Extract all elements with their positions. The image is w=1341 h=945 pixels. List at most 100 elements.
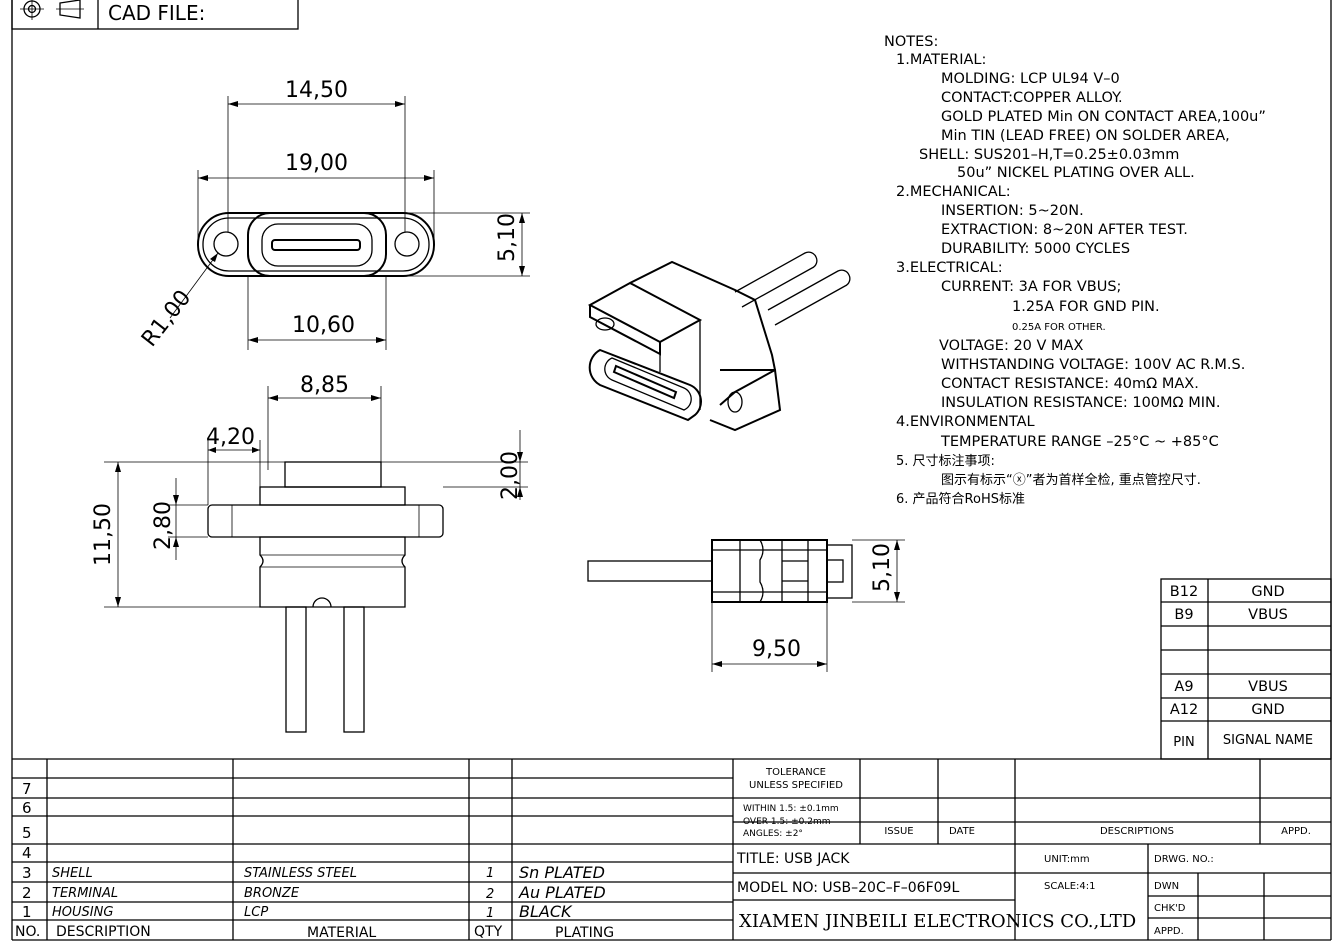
note-line: NOTES: <box>884 34 938 50</box>
scale-label: SCALE:4:1 <box>1044 881 1096 892</box>
bom-plating: Sn PLATED <box>519 863 605 882</box>
note-line: 1.MATERIAL: <box>896 52 986 68</box>
title-block: TOLERANCE UNLESS SPECIFIED WITHIN 1.5: ±… <box>733 759 1331 940</box>
note-line: CONTACT RESISTANCE: 40mΩ MAX. <box>941 376 1199 392</box>
note-line: VOLTAGE: 20 V MAX <box>939 338 1083 354</box>
bom-no: 1 <box>22 903 32 921</box>
note-line: 0.25A FOR OTHER. <box>1012 322 1106 333</box>
dim-side-5-10: 5,10 <box>870 543 895 592</box>
tolerance-label: UNLESS SPECIFIED <box>749 780 843 791</box>
pin-cell: A9 <box>1174 679 1193 695</box>
bom-no: 7 <box>22 780 32 798</box>
pin-cell: B9 <box>1174 607 1193 623</box>
note-line: CONTACT:COPPER ALLOY. <box>941 90 1123 106</box>
note-line: 3.ELECTRICAL: <box>896 260 1003 276</box>
note-line: MOLDING: LCP UL94 V–0 <box>941 71 1120 87</box>
bom-desc: HOUSING <box>52 905 113 920</box>
unit-label: UNIT:mm <box>1044 854 1090 865</box>
bom-header-no: NO. <box>15 924 40 940</box>
note-line: 4.ENVIRONMENTAL <box>896 414 1035 430</box>
note-line: 1.25A FOR GND PIN. <box>1012 299 1160 315</box>
dim-4-20: 4,20 <box>206 425 255 450</box>
bom-plating: BLACK <box>519 902 573 921</box>
bom-header-material: MATERIAL <box>307 925 376 941</box>
issue-header: ISSUE <box>884 826 913 837</box>
dim-19-00: 19,00 <box>285 151 348 176</box>
tolerance-within: WITHIN 1.5: ±0.1mm <box>743 804 839 814</box>
pin-header: PIN <box>1173 735 1194 750</box>
dim-side-9-50: 9,50 <box>752 637 801 662</box>
dim-10-60: 10,60 <box>292 313 355 338</box>
pin-table: B12 GND B9 VBUS A9 VBUS A12 GND PIN SIGN… <box>1160 578 1332 760</box>
isometric-view <box>587 251 851 432</box>
descriptions-header: DESCRIPTIONS <box>1100 826 1174 837</box>
bom-header-desc: DESCRIPTION <box>56 924 151 940</box>
note-line: 2.MECHANICAL: <box>896 184 1011 200</box>
date-header: DATE <box>949 826 975 837</box>
front-view: 14,50 19,00 5,10 R1,00 10,60 <box>137 78 530 352</box>
dwn-label: DWN <box>1154 881 1179 892</box>
note-line: CURRENT: 3A FOR VBUS; <box>941 279 1121 295</box>
bom-no: 5 <box>22 824 32 842</box>
cad-file-label: CAD FILE: <box>108 1 205 25</box>
appd-label: APPD. <box>1154 926 1184 937</box>
bom-plating: Au PLATED <box>518 883 606 902</box>
note-line: GOLD PLATED Min ON CONTACT AREA,100u” <box>941 109 1266 125</box>
signal-cell: GND <box>1251 584 1284 600</box>
chkd-label: CHK'D <box>1154 903 1186 914</box>
tolerance-label: TOLERANCE <box>765 767 826 778</box>
note-line: WITHSTANDING VOLTAGE: 100V AC R.M.S. <box>941 357 1245 373</box>
bom-no: 3 <box>22 864 32 882</box>
bom-qty: 2 <box>486 887 494 902</box>
tolerance-over: OVER 1.5: ±0.2mm <box>743 817 830 827</box>
note-line: SHELL: SUS201–H,T=0.25±0.03mm <box>919 147 1179 163</box>
bom-qty: 1 <box>486 906 494 921</box>
signal-cell: VBUS <box>1248 679 1288 695</box>
dim-2-80: 2,80 <box>151 501 176 550</box>
dim-8-85: 8,85 <box>300 373 349 398</box>
bom-no: 6 <box>22 799 32 817</box>
pin-cell: A12 <box>1170 702 1198 718</box>
note-line: INSERTION: 5~20N. <box>941 203 1084 219</box>
drwg-no-label: DRWG. NO.: <box>1154 854 1214 865</box>
note-line: Min TIN (LEAD FREE) ON SOLDER AREA, <box>941 128 1230 144</box>
bom-desc: TERMINAL <box>52 886 118 901</box>
bom-material: STAINLESS STEEL <box>244 866 357 881</box>
note-line: DURABILITY: 5000 CYCLES <box>941 241 1130 257</box>
bom-table: 7 6 5 4 3 SHELL STAINLESS STEEL 1 Sn PLA… <box>12 758 1331 941</box>
note-line: 5. 尺寸标注事项: <box>896 454 995 469</box>
title-text: TITLE: USB JACK <box>736 851 850 867</box>
note-line: 50u” NICKEL PLATING OVER ALL. <box>957 165 1195 181</box>
bom-qty: 1 <box>486 866 494 881</box>
side-view: 5,10 9,50 <box>587 539 905 672</box>
note-line: EXTRACTION: 8~20N AFTER TEST. <box>941 222 1188 238</box>
top-view: 8,85 4,20 2,00 2,80 11,50 <box>91 373 528 733</box>
bom-desc: SHELL <box>52 866 93 881</box>
appd-header: APPD. <box>1281 826 1311 837</box>
signal-header: SIGNAL NAME <box>1223 733 1313 748</box>
projection-symbol-icon <box>20 0 84 20</box>
bom-no: 2 <box>22 884 32 902</box>
dim-2-00: 2,00 <box>498 451 523 500</box>
dim-radius: R1,00 <box>137 286 196 352</box>
bom-material: LCP <box>244 905 268 920</box>
bom-header-plating: PLATING <box>555 925 614 941</box>
company-name: XIAMEN JINBEILI ELECTRONICS CO.,LTD <box>739 911 1136 932</box>
signal-cell: GND <box>1251 702 1284 718</box>
dim-14-50: 14,50 <box>285 78 348 103</box>
pin-cell: B12 <box>1170 584 1198 600</box>
tolerance-angles: ANGLES: ±2° <box>743 829 803 839</box>
note-line: TEMPERATURE RANGE –25°C ~ +85°C <box>940 434 1219 450</box>
dim-11-50: 11,50 <box>91 503 116 566</box>
bom-header-qty: QTY <box>474 924 503 940</box>
model-number: MODEL NO: USB–20C–F–06F09L <box>737 880 959 896</box>
dim-5-10: 5,10 <box>495 213 520 262</box>
notes-block: NOTES: 1.MATERIAL: MOLDING: LCP UL94 V–0… <box>884 34 1266 507</box>
note-line: 图示有标示“ⓧ”者为首样全检, 重点管控尺寸. <box>941 472 1201 488</box>
note-line: INSULATION RESISTANCE: 100MΩ MIN. <box>941 395 1220 411</box>
signal-cell: VBUS <box>1248 607 1288 623</box>
cad-header: CAD FILE: <box>11 0 299 30</box>
bom-no: 4 <box>22 844 32 862</box>
note-line: 6. 产品符合RoHS标准 <box>896 491 1025 507</box>
